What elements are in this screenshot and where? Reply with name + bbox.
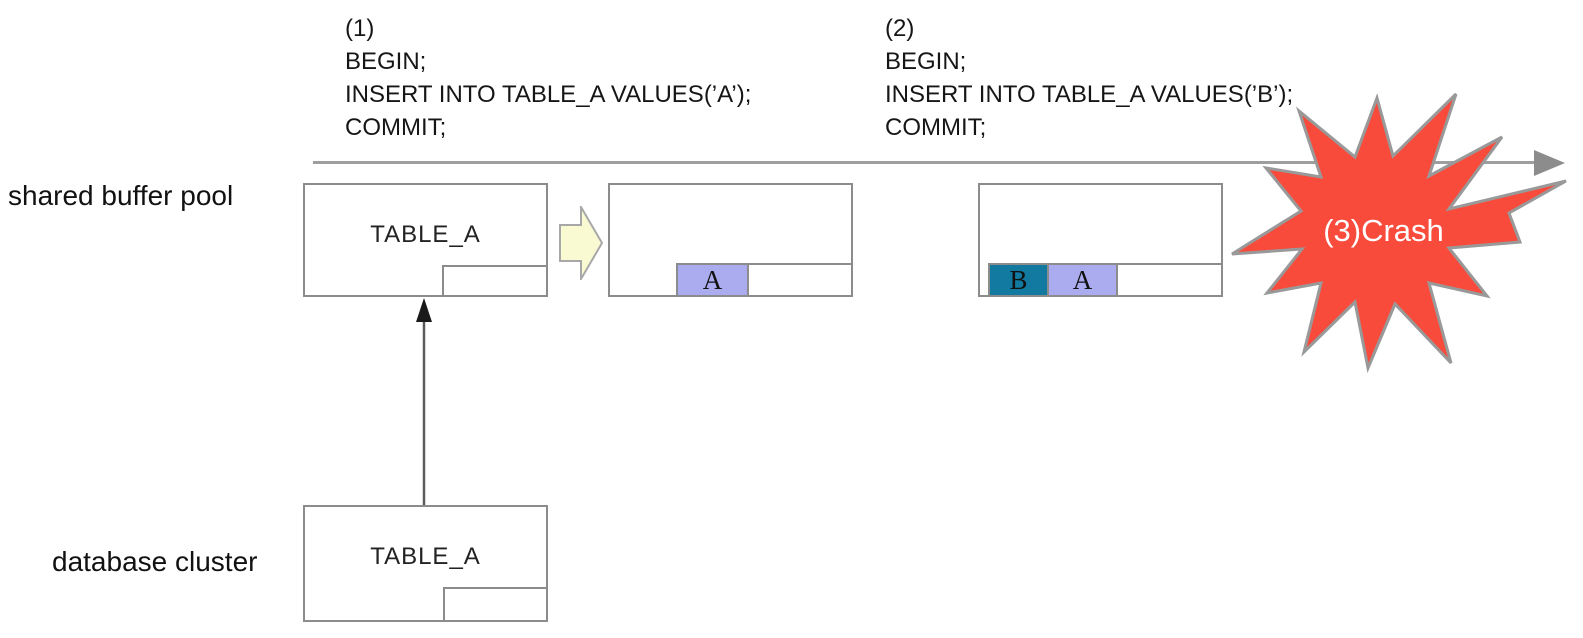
buffer-page-state-2: A xyxy=(608,183,853,297)
free-space-cell xyxy=(1116,263,1223,297)
transaction-1-line-insert: INSERT INTO TABLE_A VALUES(’A’); xyxy=(345,81,752,108)
shared-buffer-pool-label: shared buffer pool xyxy=(8,180,234,211)
starburst-icon xyxy=(1231,92,1567,374)
free-space-cell xyxy=(747,263,853,297)
crash-label: (3)Crash xyxy=(1323,213,1444,248)
transaction-2-sql: (2) BEGIN; INSERT INTO TABLE_A VALUES(’B… xyxy=(885,12,1293,144)
tuple-row: A xyxy=(676,263,853,297)
buffer-page-state-3: B A xyxy=(978,183,1223,297)
transaction-2-line-commit: COMMIT; xyxy=(885,114,987,141)
timeline-arrowhead-icon xyxy=(1534,150,1565,176)
tuple-a-cell: A xyxy=(1047,263,1118,297)
free-space-cell xyxy=(442,265,548,297)
transaction-1-line-begin: BEGIN; xyxy=(345,48,427,75)
disk-table-box: TABLE_A xyxy=(303,505,548,622)
tuple-a-cell: A xyxy=(676,263,749,297)
flow-arrow-icon xyxy=(559,206,603,280)
transaction-2-line-insert: INSERT INTO TABLE_A VALUES(’B’); xyxy=(885,81,1294,108)
transaction-1-step: (1) xyxy=(345,15,375,42)
buffer-page-title: TABLE_A xyxy=(370,221,481,248)
transaction-2-step: (2) xyxy=(885,15,915,42)
tuple-row: B A xyxy=(988,263,1223,297)
transaction-1-sql: (1) BEGIN; INSERT INTO TABLE_A VALUES(’A… xyxy=(345,12,751,144)
transaction-2-line-begin: BEGIN; xyxy=(885,48,967,75)
crash-burst: (3)Crash xyxy=(1225,86,1570,386)
disk-table-title: TABLE_A xyxy=(370,543,481,570)
load-arrow-icon xyxy=(416,298,432,505)
free-space-cell xyxy=(443,587,548,622)
transaction-1-line-commit: COMMIT; xyxy=(345,114,447,141)
timeline-line xyxy=(313,161,1541,164)
tuple-b-cell: B xyxy=(988,263,1049,297)
buffer-page-state-1: TABLE_A xyxy=(303,183,548,297)
database-cluster-label: database cluster xyxy=(52,546,258,577)
